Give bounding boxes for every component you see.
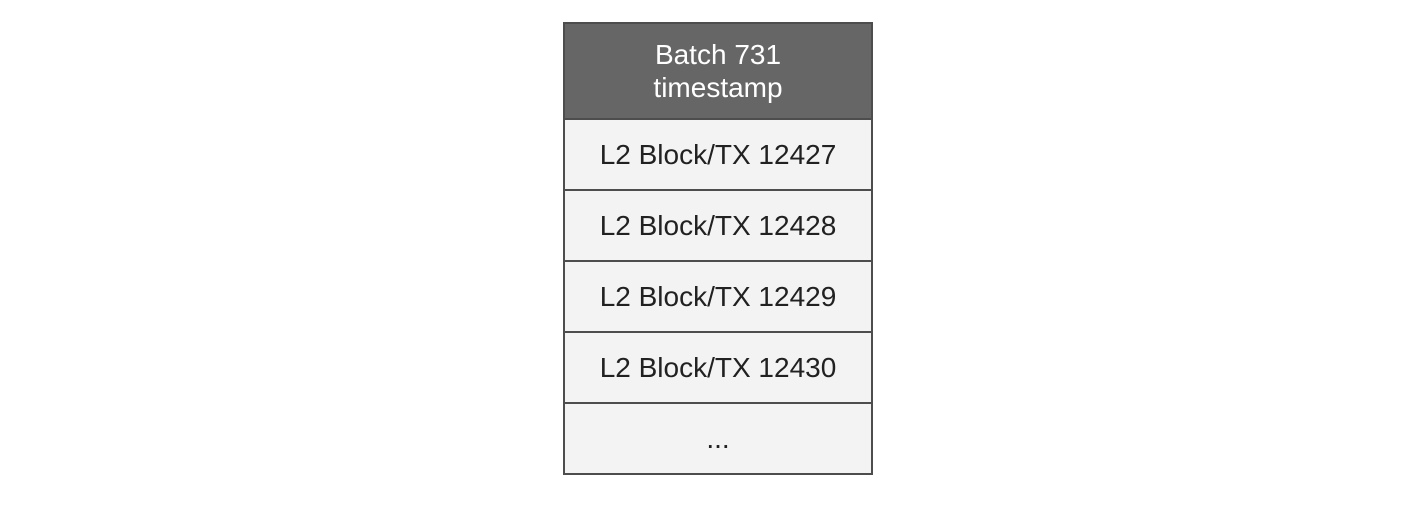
batch-box: Batch 731 timestamp L2 Block/TX 12427 L2… [563,22,873,475]
batch-row: L2 Block/TX 12429 [565,260,871,331]
batch-row-label: L2 Block/TX 12428 [599,209,837,241]
batch-header-line2: timestamp [653,72,783,103]
batch-row-label: L2 Block/TX 12427 [599,138,837,170]
batch-row: L2 Block/TX 12427 [565,118,871,189]
batch-row: L2 Block/TX 12428 [565,189,871,260]
batch-header: Batch 731 timestamp [565,24,871,118]
batch-row: L2 Block/TX 12430 [565,331,871,402]
batch-row-ellipsis-label: ... [706,422,730,454]
batch-row-label: L2 Block/TX 12429 [599,280,837,312]
batch-row-label: L2 Block/TX 12430 [599,351,837,383]
batch-header-line1: Batch 731 [654,39,782,70]
batch-row-ellipsis: ... [565,402,871,473]
